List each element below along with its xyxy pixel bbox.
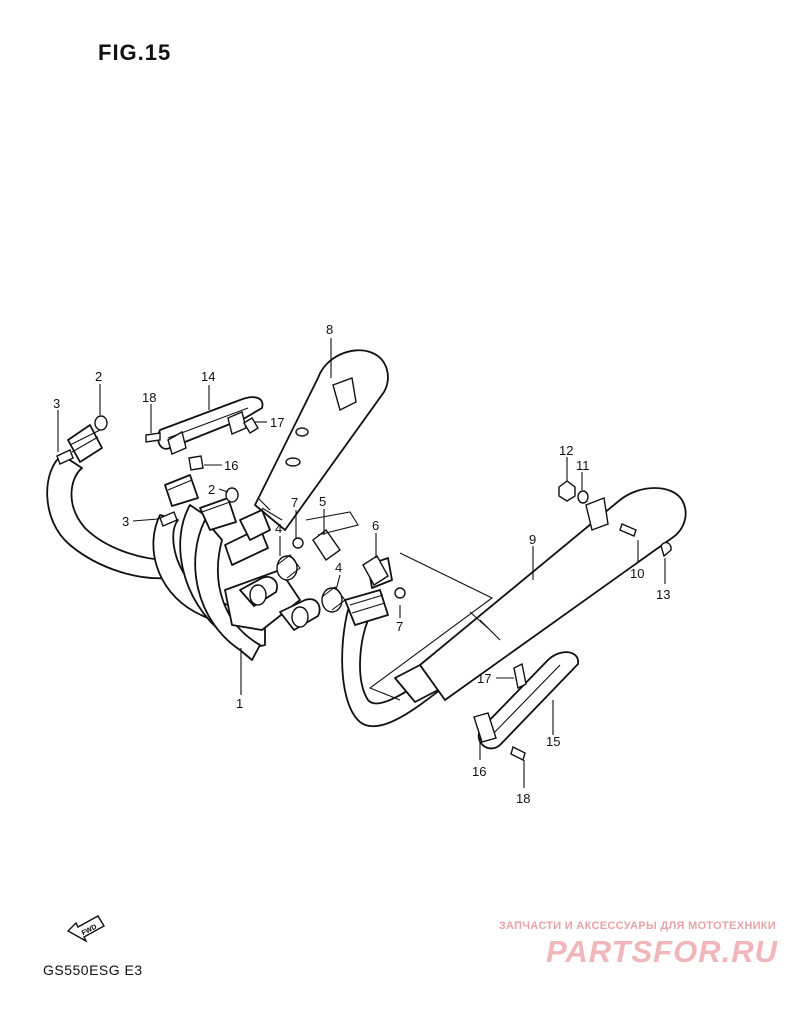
watermark-logo: PARTSFOR.RU (545, 934, 778, 969)
callout-18-left: 18 (142, 390, 156, 405)
callout-7-left: 7 (291, 495, 298, 510)
callout-7-right: 7 (396, 619, 403, 634)
leader-lines (57, 338, 666, 788)
exploded-view-lines (305, 511, 494, 701)
callouts: 1 2 2 3 3 4 4 5 6 7 7 8 9 10 11 12 13 14… (53, 322, 670, 806)
watermark-caption: ЗАПЧАСТИ И АКСЕССУАРЫ ДЛЯ МОТОТЕХНИКИ (498, 920, 776, 932)
callout-2-left: 2 (95, 369, 102, 384)
exhaust-pipe-left (46, 424, 321, 661)
hardware (56, 415, 672, 762)
callout-17-right: 17 (477, 671, 491, 686)
callout-16-right: 16 (472, 764, 486, 779)
callout-4-right: 4 (335, 560, 342, 575)
callout-8: 8 (326, 322, 333, 337)
callout-10: 10 (630, 566, 644, 581)
muffler-left (239, 349, 389, 541)
figure-title: FIG.15 (98, 40, 172, 65)
callout-6: 6 (372, 518, 379, 533)
callout-18-right: 18 (516, 791, 530, 806)
muffler-right (419, 487, 687, 701)
callout-11: 11 (576, 458, 590, 473)
heat-shield-left (157, 396, 264, 455)
callout-17-left: 17 (270, 415, 284, 430)
callout-3-center: 3 (122, 514, 129, 529)
callout-15: 15 (546, 734, 560, 749)
forward-arrow-icon (66, 915, 105, 943)
callout-13: 13 (656, 587, 670, 602)
callout-9: 9 (529, 532, 536, 547)
callout-1: 1 (236, 696, 243, 711)
callout-4-left: 4 (275, 521, 282, 536)
callout-16-left: 16 (224, 458, 238, 473)
callout-14: 14 (201, 369, 215, 384)
callout-3-left: 3 (53, 396, 60, 411)
exhaust-pipe-right (341, 557, 441, 728)
callout-12: 12 (559, 443, 573, 458)
fwd-badge: FWD (66, 915, 105, 943)
model-code: GS550ESG E3 (43, 962, 143, 978)
callout-2-center: 2 (208, 482, 215, 497)
callout-5: 5 (319, 494, 326, 509)
